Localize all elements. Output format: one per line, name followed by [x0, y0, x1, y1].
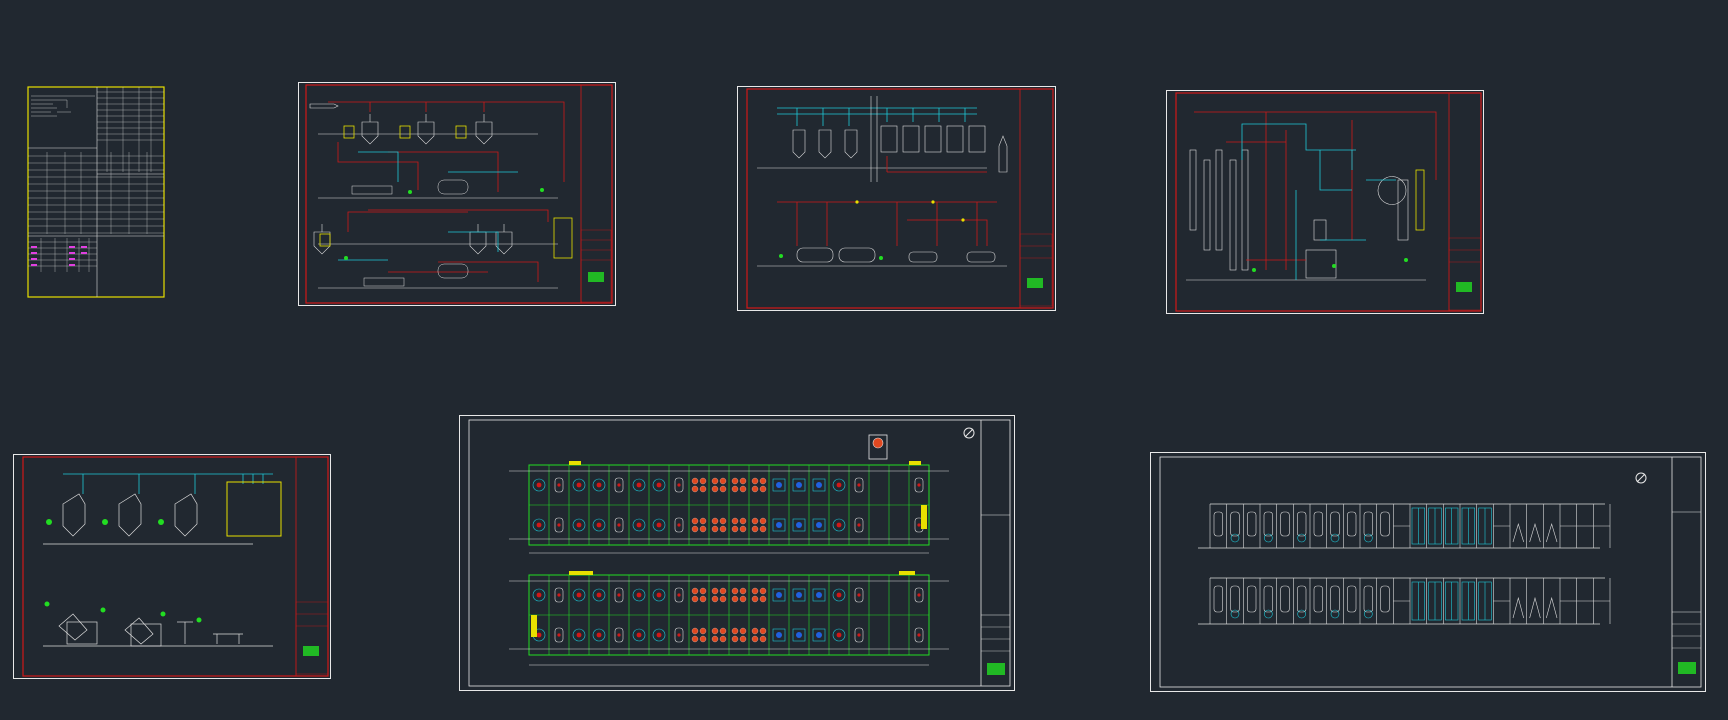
floor-plan-drawing — [459, 415, 1015, 691]
sheet-equipment-diagram[interactable] — [13, 454, 331, 679]
sheet-elevation[interactable] — [1150, 452, 1706, 692]
sheet-legend-table[interactable] — [27, 86, 165, 298]
equipment-diagram-drawing — [13, 454, 331, 679]
sheet-floor-plan[interactable] — [459, 415, 1015, 691]
elevation-drawing — [1150, 452, 1706, 692]
process-flow-1-drawing — [298, 82, 616, 306]
process-flow-2-drawing — [737, 86, 1056, 311]
legend-table-drawing — [27, 86, 165, 298]
process-flow-3-drawing — [1166, 90, 1484, 314]
sheet-process-flow-2[interactable] — [737, 86, 1056, 311]
sheet-process-flow-1[interactable] — [298, 82, 616, 306]
north-arrow-icon — [963, 427, 975, 439]
north-arrow-icon — [1635, 472, 1647, 484]
sheet-process-flow-3[interactable] — [1166, 90, 1484, 314]
